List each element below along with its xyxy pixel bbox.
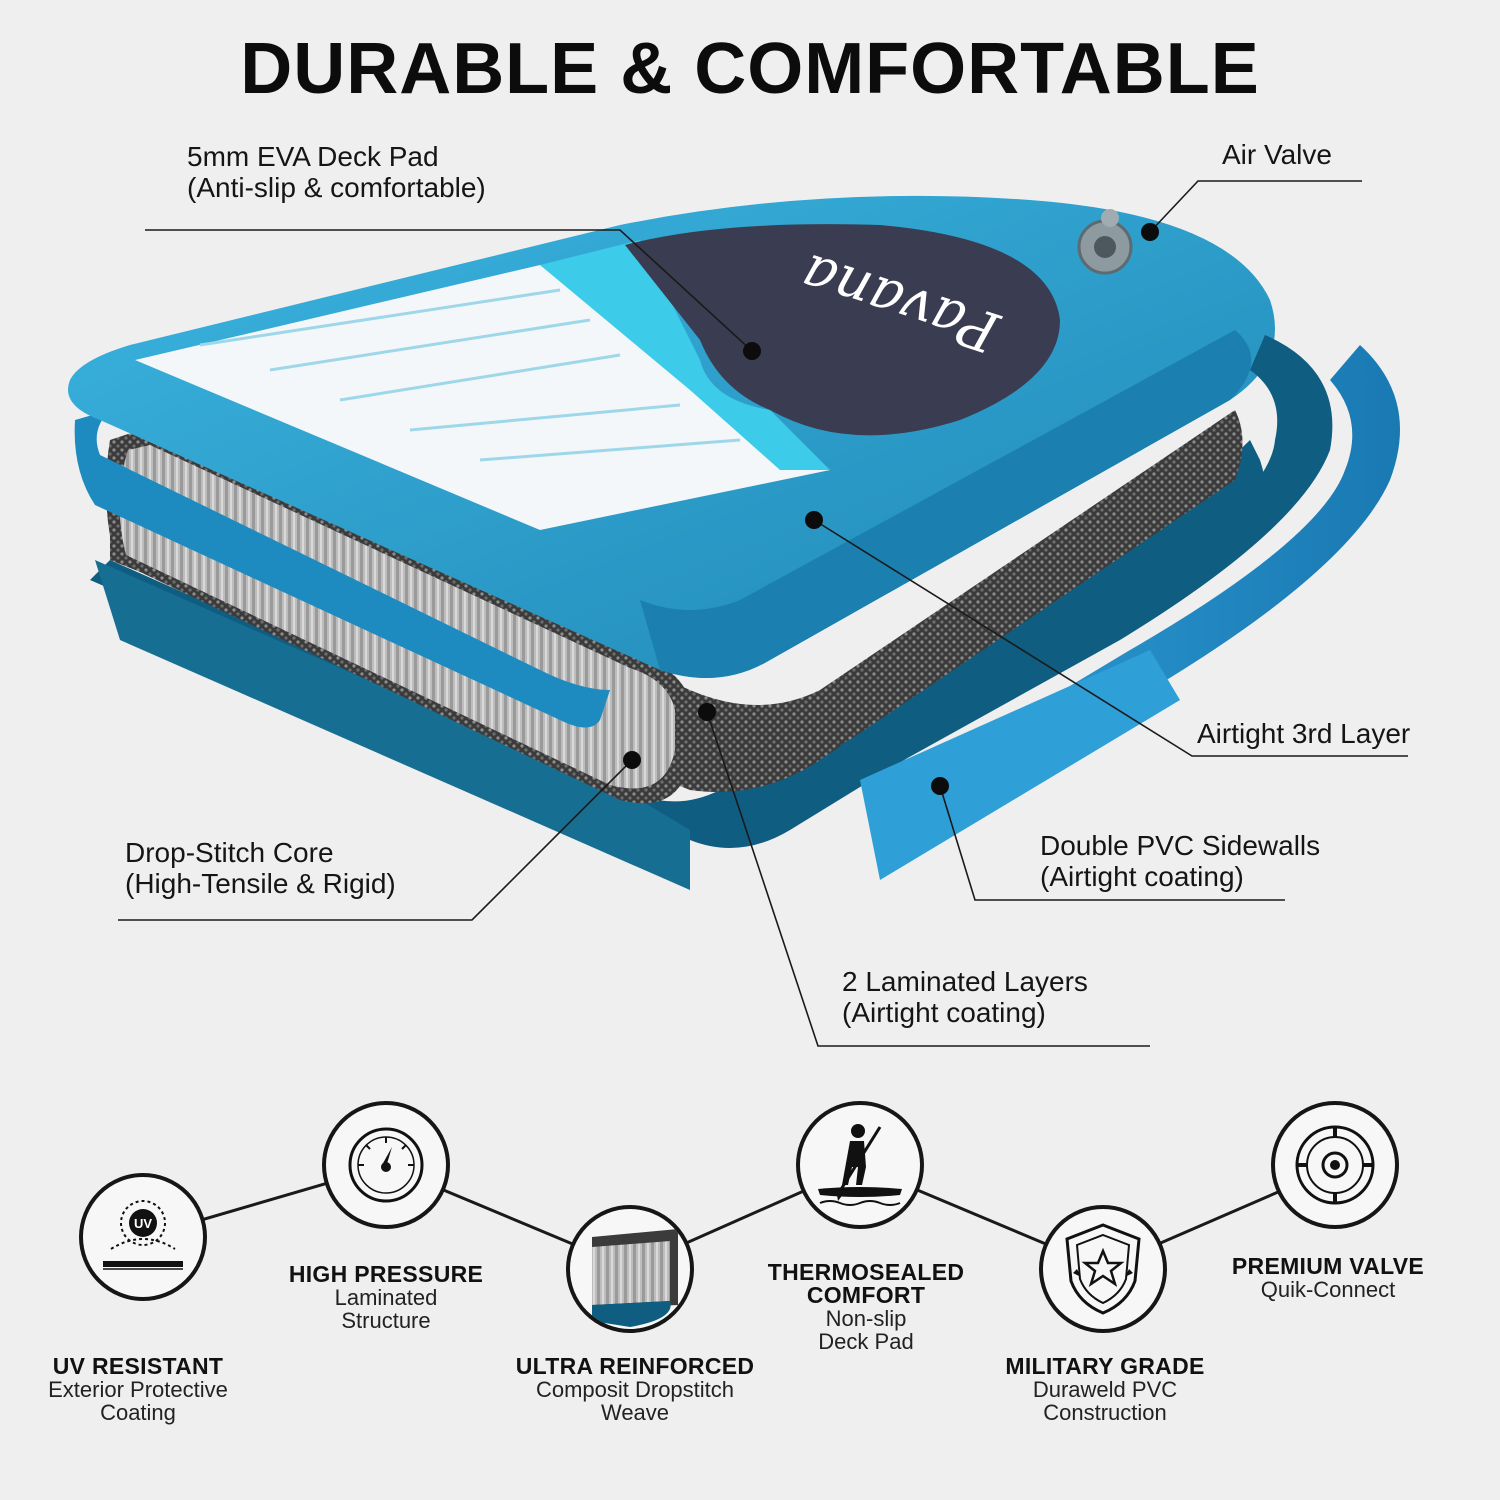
uv-icon: UV xyxy=(79,1173,207,1301)
paddler-icon xyxy=(796,1101,924,1229)
feature-thermosealed: THERMOSEALED COMFORT Non-slip Deck Pad xyxy=(767,1259,965,1354)
callout-air-valve: Air Valve xyxy=(1222,139,1332,170)
svg-text:UV: UV xyxy=(134,1216,152,1231)
page-title: DURABLE & COMFORTABLE xyxy=(240,29,1260,109)
valve-icon xyxy=(1271,1101,1399,1229)
dropstitch-icon xyxy=(566,1205,694,1333)
callout-laminated: 2 Laminated Layers (Airtight coating) xyxy=(842,966,1088,1028)
feature-military-grade: MILITARY GRADE Duraweld PVC Construction xyxy=(1005,1353,1205,1425)
sidewall-strip-dark xyxy=(840,335,1333,790)
pressure-gauge-icon xyxy=(322,1101,450,1229)
callout-third-layer: Airtight 3rd Layer xyxy=(1197,718,1411,749)
feature-premium-valve: PREMIUM VALVE Quik-Connect xyxy=(1231,1253,1425,1302)
callout-deck-pad: 5mm EVA Deck Pad (Anti-slip & comfortabl… xyxy=(187,141,486,203)
feature-high-pressure: HIGH PRESSURE Laminated Structure xyxy=(288,1261,484,1333)
feature-ultra-reinforced: ULTRA REINFORCED Composit Dropstitch Wea… xyxy=(515,1353,755,1425)
callout-core: Drop-Stitch Core (High-Tensile & Rigid) xyxy=(125,837,396,899)
deck-pad xyxy=(135,265,830,530)
callout-sidewalls: Double PVC Sidewalls (Airtight coating) xyxy=(1040,830,1321,892)
nose-pad xyxy=(625,224,1060,436)
shield-star-icon xyxy=(1039,1205,1167,1333)
feature-uv-resistant: UV RESISTANT Exterior Protective Coating xyxy=(48,1353,228,1425)
